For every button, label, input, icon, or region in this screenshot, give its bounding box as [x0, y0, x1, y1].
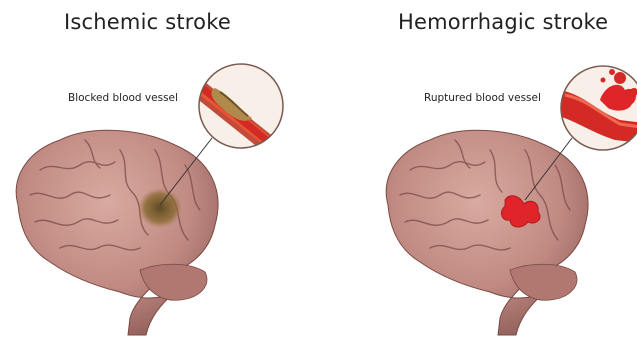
- ruptured-vessel-icon: [555, 66, 637, 150]
- brain-right: [386, 130, 588, 335]
